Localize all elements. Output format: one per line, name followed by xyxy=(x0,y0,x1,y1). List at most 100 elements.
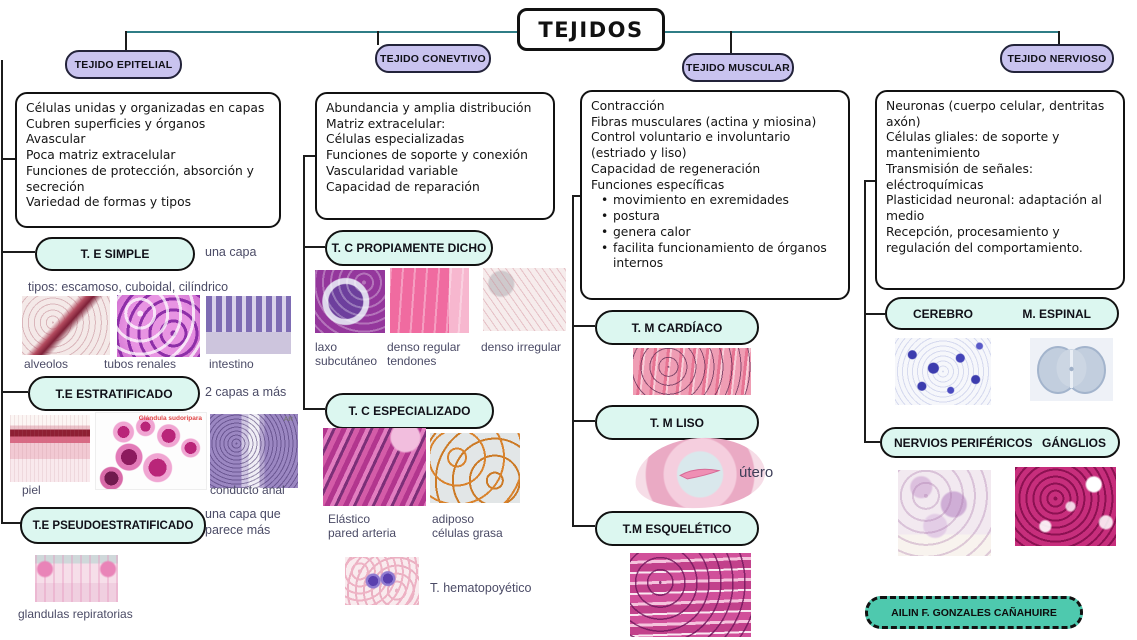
branch-pill-nervioso: TEJIDO NERVIOSO xyxy=(1000,44,1114,73)
label-ganglios: GÁNGLIOS xyxy=(1041,435,1106,450)
desc-line: Variedad de formas y tipos xyxy=(26,195,192,210)
stub-ep-box xyxy=(1,158,15,160)
caption-laxo: laxo subcutáneo xyxy=(315,340,377,369)
caption-piel: piel xyxy=(22,483,41,497)
desc-line: Vascularidad variable xyxy=(326,163,459,178)
stub-mus-box xyxy=(572,195,580,197)
caption-alveolos: alveolos xyxy=(24,357,69,371)
stub-con-box xyxy=(303,155,315,157)
node-te-estratificado: T.E ESTRATIFICADO xyxy=(28,376,200,411)
desc-line: Plasticidad neuronal: adaptación al medi… xyxy=(886,193,1102,224)
caption-intestino: intestino xyxy=(209,357,254,371)
note-una-capa-que: una capa que parece más xyxy=(205,507,315,538)
label-m-espinal: M. ESPINAL xyxy=(1022,306,1091,321)
connector-drop-epitelial xyxy=(125,31,127,51)
stub-mus-liso xyxy=(572,420,595,422)
stub-ep-simple xyxy=(1,251,35,253)
node-tm-cardiaco: T. M CARDÍACO xyxy=(595,310,759,345)
caption-line: laxo xyxy=(315,340,338,354)
caption-line: subcutáneo xyxy=(315,354,378,369)
denso-regular-histology-image xyxy=(390,268,469,333)
node-tc-propiamente-dicho: T. C PROPIAMENTE DICHO xyxy=(325,230,493,266)
intestino-histology-image xyxy=(206,296,291,354)
tubos-renales-histology-image xyxy=(117,295,200,357)
caption-denso-irregular: denso irregular xyxy=(481,340,562,354)
cardiaco-histology-image xyxy=(633,348,751,395)
desc-line: Avascular xyxy=(26,132,86,147)
connector-drop-muscular xyxy=(730,31,732,54)
hematopoyetico-histology-image xyxy=(345,557,419,605)
stub-ner-box xyxy=(864,180,875,182)
desc-line: Transmisión de señales: eléctroquímicas xyxy=(886,161,1034,192)
desc-line: Recepción, procesamiento y regulación de… xyxy=(886,224,1083,255)
caption-hematopoyetico: T. hematopoyético xyxy=(430,581,532,595)
note-tipos: tipos: escamoso, cuboidal, cilíndrico xyxy=(28,280,229,294)
desc-line: Poca matriz extracelular xyxy=(26,148,176,163)
spine-nervioso xyxy=(864,180,866,443)
desc-line: Control voluntario e involuntario (estri… xyxy=(591,130,791,161)
branch-pill-epitelial: TEJIDO EPITELIAL xyxy=(65,50,182,79)
desc-line: Células unidas y organizadas en capas xyxy=(26,101,265,115)
node-tm-liso: T. M LISO xyxy=(595,405,759,440)
desc-line: Células especializadas xyxy=(326,132,465,147)
node-tc-especializado: T. C ESPECIALIZADO xyxy=(325,393,494,429)
stub-con-esp xyxy=(303,408,325,410)
stub-ep-pseudo xyxy=(1,522,22,524)
caption-adiposo: adiposo células grasa xyxy=(432,512,503,541)
node-te-pseudoestratificado: T.E PSEUDOESTRATIFICADO xyxy=(20,507,206,544)
desc-line: Contracción xyxy=(591,99,665,113)
conducto-anal-histology-image: AR xyxy=(210,414,298,488)
nervios-perifericos-histology-image xyxy=(898,470,991,556)
desc-line: Fibras musculares (actina y miosina) xyxy=(591,114,817,129)
note-una-capa: una capa xyxy=(205,245,257,259)
esqueletico-histology-image xyxy=(630,553,751,637)
stub-mus-card xyxy=(572,325,595,327)
caption-line: pared arteria xyxy=(328,526,397,541)
stub-ner-cerebro xyxy=(864,313,885,315)
page-title: TEJIDOS xyxy=(517,8,665,51)
label-utero: útero xyxy=(739,464,774,481)
desc-line: Cubren superficies y órganos xyxy=(26,116,206,131)
desc-line: Funciones de protección, absorción y sec… xyxy=(26,163,254,194)
spine-conectivo xyxy=(303,155,305,410)
stub-con-prop xyxy=(303,246,325,248)
piel-histology-image xyxy=(10,415,90,482)
glandulas-respiratorias-histology-image xyxy=(35,555,118,602)
connector-drop-nervioso xyxy=(1058,31,1060,45)
node-te-simple: T. E SIMPLE xyxy=(35,237,195,271)
desc-line: Funciones específicas xyxy=(591,177,725,192)
utero-lumen-shape xyxy=(679,468,721,480)
note-line: una capa que xyxy=(205,507,281,521)
desc-bullet: facilita funcionamiento de órganos inter… xyxy=(591,241,839,272)
utero-histology-image xyxy=(632,433,768,513)
desc-bullet: movimiento en exremidades xyxy=(591,193,839,209)
alveolos-histology-image xyxy=(22,296,110,355)
adiposo-histology-image xyxy=(430,433,520,503)
conectivo-description-box: Abundancia y amplia distribución Matriz … xyxy=(315,92,555,220)
desc-bullet: postura xyxy=(591,209,839,225)
desc-line: Matriz extracelular: xyxy=(326,116,446,131)
caption-line: células grasa xyxy=(432,526,503,541)
stub-mus-esq xyxy=(572,525,595,527)
branch-pill-muscular: TEJIDO MUSCULAR xyxy=(682,53,794,82)
desc-line: Capacidad de regeneración xyxy=(591,161,761,176)
desc-bullet: genera calor xyxy=(591,225,839,241)
glandula-inner-label: Glándula sudoripara xyxy=(138,415,202,422)
stub-ep-estrat xyxy=(1,391,28,393)
muscular-description-box: Contracción Fibras musculares (actina y … xyxy=(580,90,850,300)
nervioso-description-box: Neuronas (cuerpo celular, dentritas axón… xyxy=(875,90,1125,290)
node-nervios-ganglios: NERVIOS PERIFÉRICOS GÁNGLIOS xyxy=(880,427,1120,458)
label-nervios-perifericos: NERVIOS PERIFÉRICOS xyxy=(894,435,1033,450)
node-tm-esqueletico: T.M ESQUELÉTICO xyxy=(595,511,759,546)
desc-line: Neuronas (cuerpo celular, dentritas axón… xyxy=(886,99,1105,129)
desc-line: Capacidad de reparación xyxy=(326,179,480,194)
author-badge: AILIN F. GONZALES CAÑAHUIRE xyxy=(865,596,1083,629)
desc-line: Células gliales: de soporte y mantenimie… xyxy=(886,130,1060,161)
conducto-inner-label: AR xyxy=(283,416,293,423)
connector-drop-conectivo xyxy=(377,31,379,45)
caption-elastico: Elástico pared arteria xyxy=(328,512,396,541)
caption-line: denso regular xyxy=(387,340,461,354)
caption-line: Elástico xyxy=(328,512,371,526)
desc-line: Funciones de soporte y conexión xyxy=(326,148,528,163)
